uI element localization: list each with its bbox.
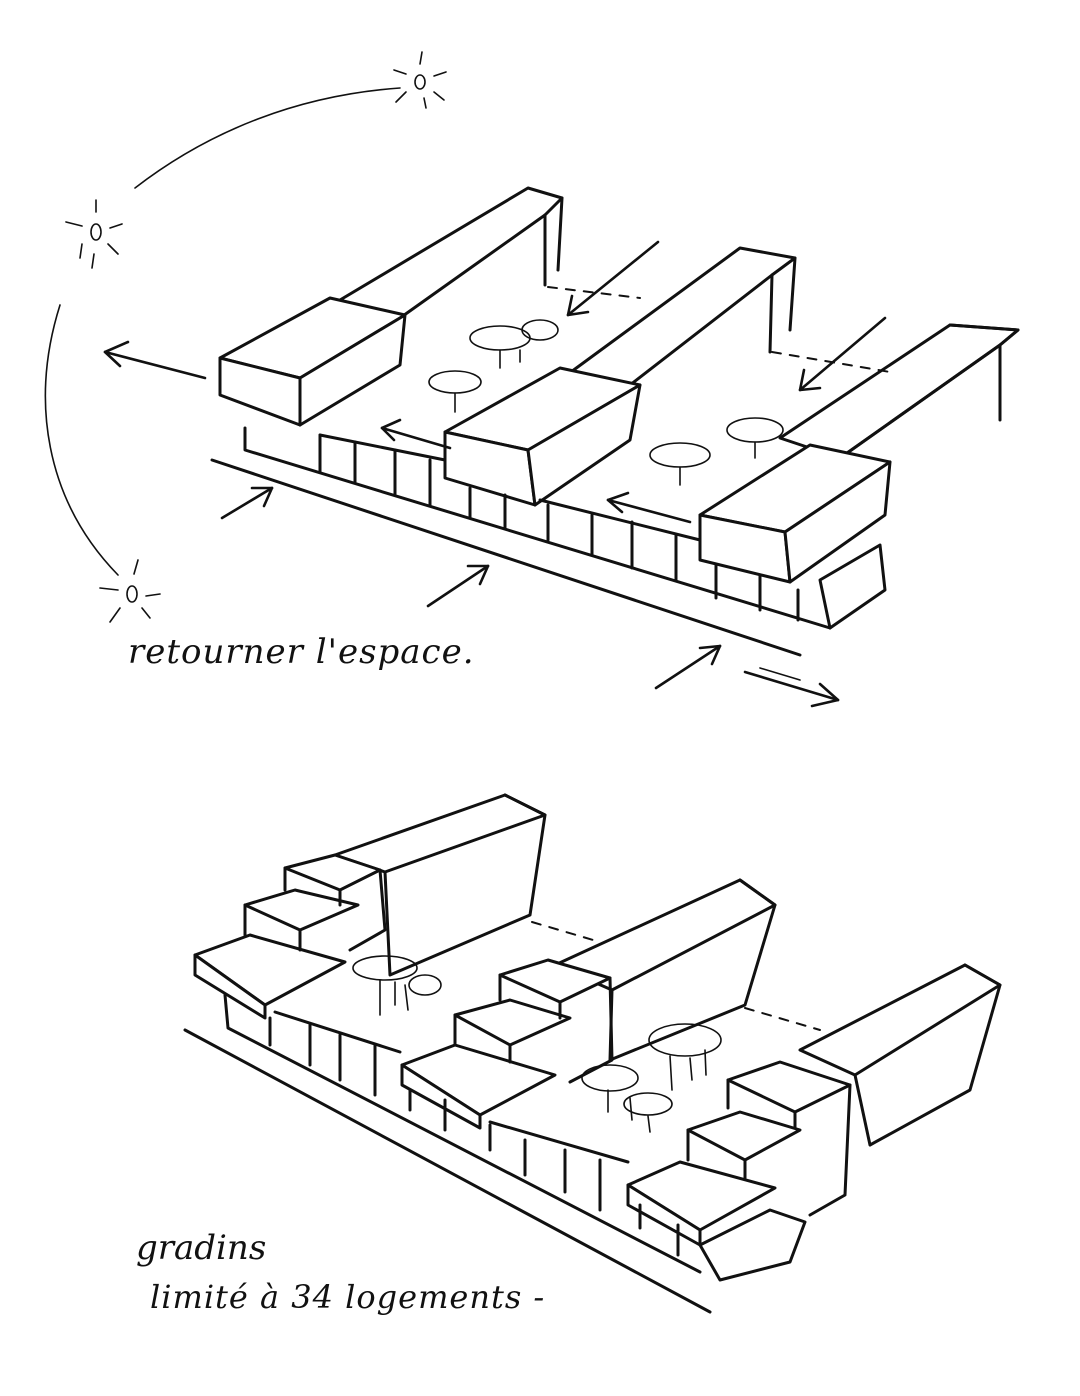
front-slab <box>218 296 407 427</box>
front-slab <box>443 366 642 507</box>
stepped-terrace <box>400 958 614 1130</box>
sun-path-arc-lower <box>44 304 119 576</box>
tree-icon <box>581 1064 673 1133</box>
street-line <box>210 458 802 657</box>
slab-block <box>333 793 547 977</box>
sun-icon <box>99 559 161 623</box>
top-sketch-caption: retourner l'espace. <box>128 632 475 672</box>
street-line <box>183 1028 712 1314</box>
tree-icon <box>352 955 442 1016</box>
housing-row <box>223 993 702 1274</box>
street-line <box>759 667 801 681</box>
arrow-icon <box>566 240 660 317</box>
arrow-icon <box>426 564 490 608</box>
sun-icon <box>393 51 447 109</box>
bottom-sketch-caption-line1: gradins <box>136 1228 267 1268</box>
bottom-sketch <box>183 793 1002 1314</box>
stepped-terrace <box>626 1060 852 1282</box>
arrow-icon <box>103 340 207 380</box>
tree-icon <box>469 319 559 369</box>
slab-block <box>558 246 797 387</box>
arrow-icon <box>743 670 840 708</box>
slab-block <box>338 186 564 320</box>
top-sketch <box>44 51 1020 708</box>
arrow-icon <box>220 486 274 520</box>
slab-block <box>553 878 777 1062</box>
sun-path-arc <box>134 87 401 189</box>
slab-block <box>778 323 1020 460</box>
dashed-guide <box>547 286 641 299</box>
arrow-icon <box>798 316 887 392</box>
sun-icon <box>65 199 123 269</box>
housing-row <box>243 426 887 630</box>
slab-block <box>798 963 1002 1147</box>
tree-icon <box>428 370 482 413</box>
arrow-icon <box>380 418 452 450</box>
tree-icon <box>649 417 784 486</box>
arrow-icon <box>654 644 722 690</box>
arrow-icon <box>606 491 692 524</box>
front-slab <box>698 443 892 584</box>
dashed-guide <box>531 921 601 943</box>
stepped-terrace <box>193 853 387 1020</box>
dashed-guide <box>771 351 891 373</box>
tree-icon <box>648 1023 722 1091</box>
bottom-sketch-caption-line2: limité à 34 logements - <box>150 1278 546 1316</box>
dashed-guide <box>744 1007 821 1031</box>
